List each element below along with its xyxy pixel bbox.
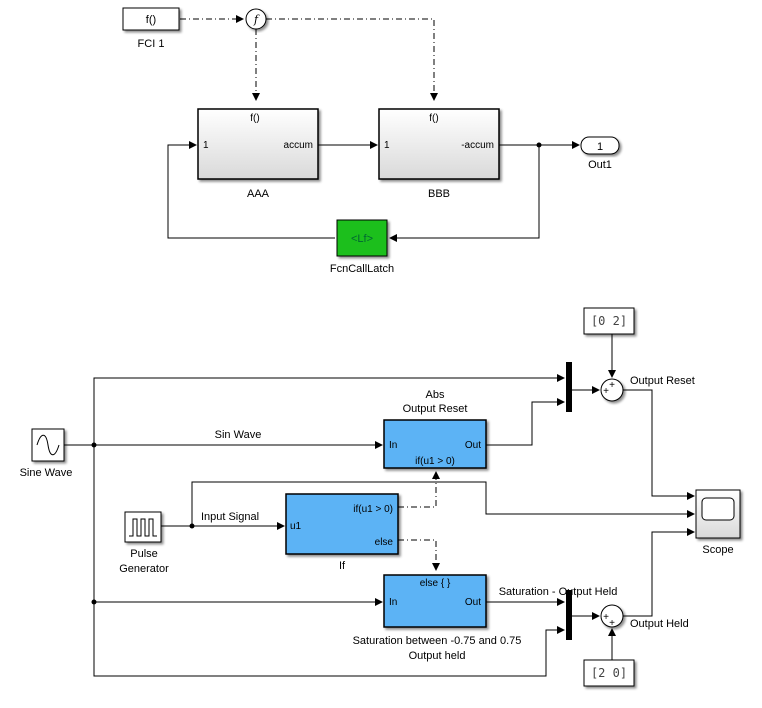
mux-bottom[interactable] bbox=[566, 590, 572, 640]
aaa-subsystem[interactable]: f() 1 accum bbox=[197, 108, 319, 180]
if-label: If bbox=[339, 560, 346, 572]
pulse-icon bbox=[129, 518, 157, 537]
wire-sine-mux-bottom bbox=[93, 602, 565, 677]
abs-cond-port: if(u1 > 0) bbox=[415, 456, 455, 467]
sat-signal-label: Saturation - Output Held bbox=[499, 586, 618, 598]
bbb-in-port: 1 bbox=[384, 140, 390, 151]
sine-label: Sine Wave bbox=[20, 467, 73, 479]
sat-action-port: else { } bbox=[420, 578, 451, 589]
input-signal-label: Input Signal bbox=[201, 511, 259, 523]
wire-pulse-scope bbox=[191, 481, 695, 526]
sat-out-port: Out bbox=[465, 597, 481, 608]
wire-abs-mux bbox=[486, 398, 565, 446]
bbb-fcall-port: f() bbox=[429, 113, 438, 124]
wire-sine-mux-top bbox=[93, 374, 565, 445]
out1-label: Out1 bbox=[588, 159, 612, 171]
sum-bottom-plus-bottom: + bbox=[609, 618, 615, 629]
if-block[interactable]: u1 if(u1 > 0) else bbox=[285, 493, 399, 555]
bbb-label: BBB bbox=[428, 188, 450, 200]
if-out2-port: else bbox=[375, 537, 394, 548]
sum-top-plus-top: + bbox=[609, 380, 615, 391]
abs-title-1: Abs bbox=[426, 389, 445, 401]
fci1-block[interactable]: f() bbox=[122, 7, 180, 31]
output-reset-label: Output Reset bbox=[630, 375, 695, 387]
bbb-out-port: -accum bbox=[461, 140, 494, 151]
fci1-text: f() bbox=[146, 14, 156, 26]
scope-block[interactable] bbox=[695, 489, 741, 539]
sine-wave-block[interactable] bbox=[31, 428, 65, 462]
sum-top-plus-left: + bbox=[603, 386, 609, 397]
pulse-label-1: Pulse bbox=[130, 548, 158, 560]
fci1-label: FCI 1 bbox=[138, 38, 165, 50]
latch-label: FcnCallLatch bbox=[330, 263, 394, 275]
latch-text: <Lf> bbox=[351, 233, 373, 245]
constant-held-value: [2 0] bbox=[591, 666, 627, 680]
if-out1-port: if(u1 > 0) bbox=[353, 504, 393, 515]
abs-title-2: Output Reset bbox=[403, 403, 468, 415]
sat-label-2: Output held bbox=[409, 650, 466, 662]
abs-subsystem[interactable]: In Out if(u1 > 0) bbox=[383, 419, 487, 469]
fcn-split-text: f bbox=[253, 13, 260, 26]
aaa-out-port: accum bbox=[284, 140, 313, 151]
saturation-subsystem[interactable]: else { } In Out bbox=[383, 574, 487, 628]
sin-wave-signal-label: Sin Wave bbox=[215, 429, 262, 441]
action-line-abs bbox=[398, 471, 440, 508]
aaa-in-port: 1 bbox=[203, 140, 209, 151]
fcall-line-split-bbb bbox=[266, 18, 438, 101]
pulse-label-2: Generator bbox=[119, 563, 169, 575]
bbb-subsystem[interactable]: f() 1 -accum bbox=[378, 108, 500, 180]
sine-icon bbox=[36, 434, 60, 456]
sum-output-held[interactable]: + + bbox=[600, 604, 624, 629]
fcncall-latch-block[interactable]: <Lf> bbox=[336, 219, 388, 257]
abs-out-port: Out bbox=[465, 440, 481, 451]
output-held-label: Output Held bbox=[630, 618, 689, 630]
mux-top[interactable] bbox=[566, 362, 572, 412]
sum-output-reset[interactable]: + + bbox=[600, 378, 624, 402]
constant-held-block[interactable]: [2 0] bbox=[583, 659, 635, 687]
action-line-sat bbox=[398, 539, 440, 571]
out1-text: 1 bbox=[597, 141, 603, 153]
fcn-split-block[interactable]: f bbox=[245, 8, 267, 30]
scope-label: Scope bbox=[702, 544, 733, 556]
sat-label-1: Saturation between -0.75 and 0.75 bbox=[353, 635, 522, 647]
wire-sum-bottom-scope bbox=[623, 528, 695, 617]
constant-reset-block[interactable]: [0 2] bbox=[583, 307, 635, 335]
constant-reset-value: [0 2] bbox=[591, 314, 627, 328]
scope-icon bbox=[701, 497, 735, 521]
sat-in-port: In bbox=[389, 597, 397, 608]
if-in-port: u1 bbox=[290, 521, 302, 532]
wire-latch-aaa bbox=[167, 141, 335, 239]
wire-sum-top-scope bbox=[623, 389, 695, 500]
wire-to-latch bbox=[389, 145, 540, 242]
pulse-generator-block[interactable] bbox=[124, 511, 162, 543]
aaa-fcall-port: f() bbox=[250, 113, 259, 124]
out1-port[interactable]: 1 bbox=[580, 136, 620, 155]
abs-in-port: In bbox=[389, 440, 397, 451]
sum-bottom-plus-left: + bbox=[603, 612, 609, 623]
aaa-label: AAA bbox=[247, 188, 270, 200]
